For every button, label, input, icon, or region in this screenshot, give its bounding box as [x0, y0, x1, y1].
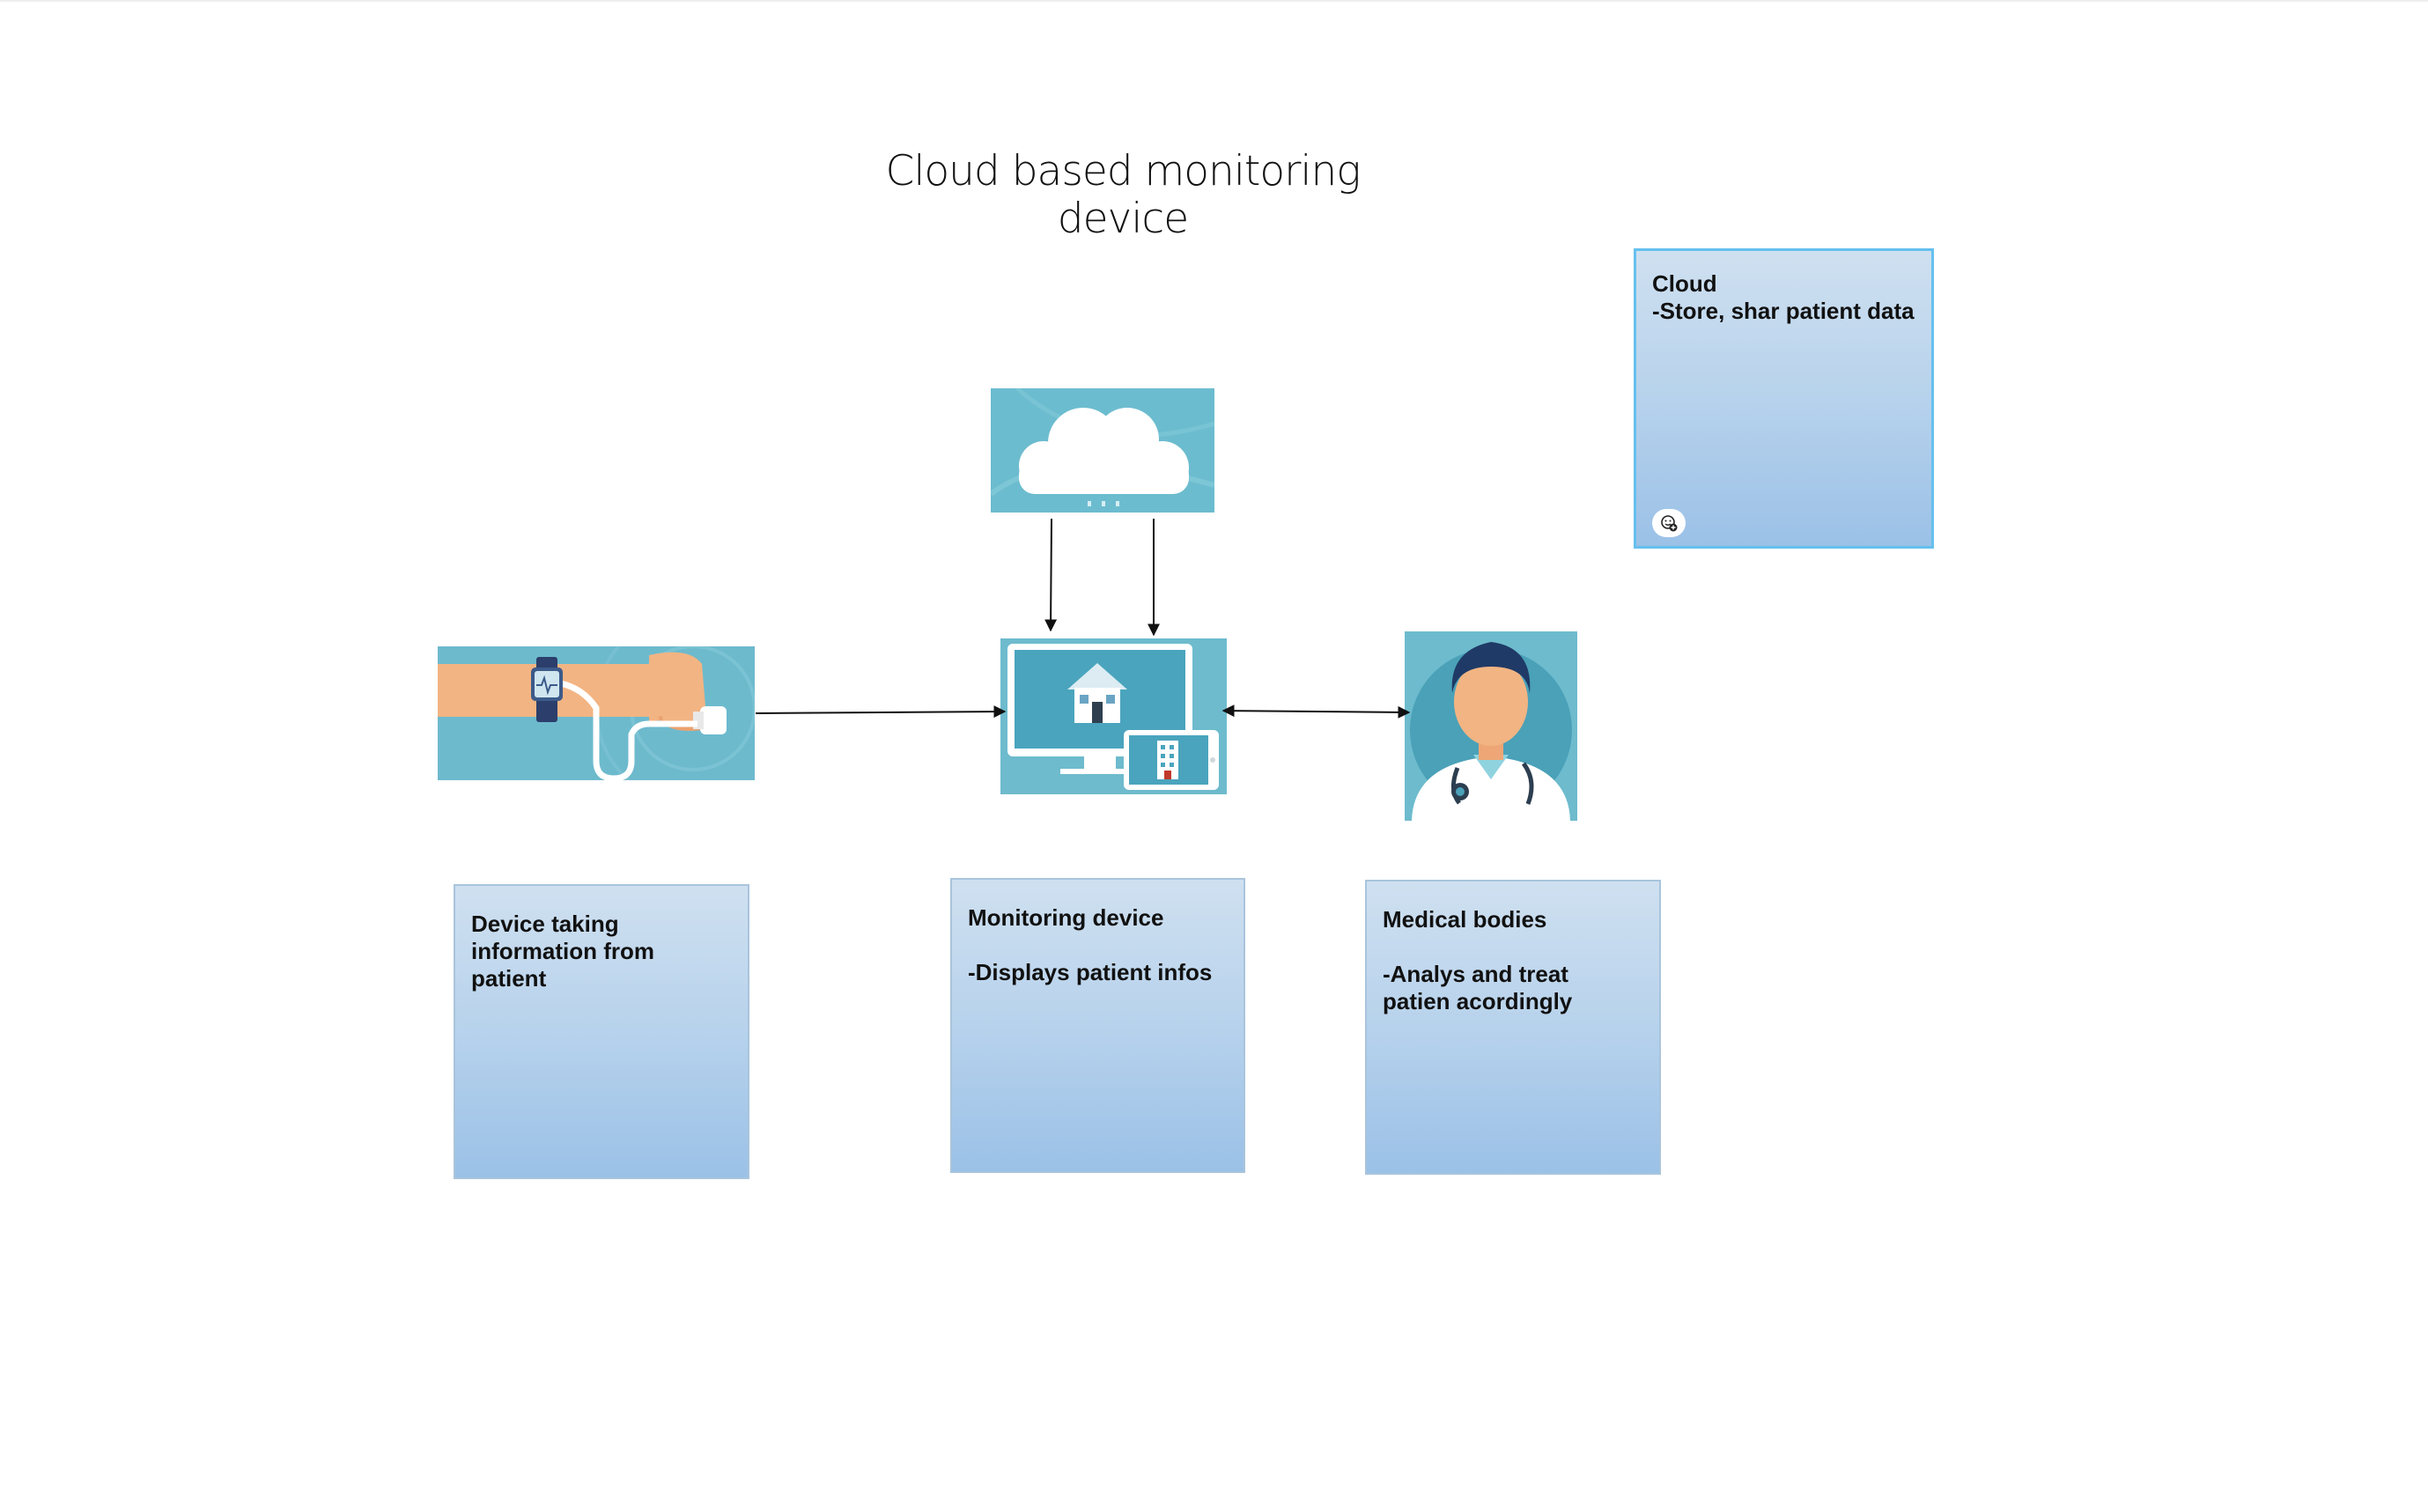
medical-note-body: -Analys and treat patien acordingly	[1383, 961, 1576, 1014]
cloud-note[interactable]: Cloud -Store, shar patient data	[1634, 248, 1934, 549]
medical-note[interactable]: Medical bodies -Analys and treat patien …	[1365, 880, 1661, 1175]
device-note-text: Device taking information from patient	[471, 911, 661, 992]
diagram-title[interactable]: Cloud based monitoring device	[863, 148, 1383, 243]
monitoring-note-title: Monitoring device	[968, 904, 1164, 931]
doctor-avatar-icon[interactable]	[1405, 631, 1577, 821]
medical-note-spacer	[1383, 933, 1643, 961]
smartwatch-sensor-icon[interactable]	[438, 646, 755, 780]
cloud-note-title: Cloud	[1652, 270, 1717, 297]
add-reaction-icon[interactable]	[1652, 509, 1686, 537]
arrow-monitor-doctor-bidirectional[interactable]	[1221, 704, 1411, 719]
monitoring-note-body: -Displays patient infos	[968, 959, 1213, 985]
arrow-wearable-to-monitor[interactable]	[755, 705, 1007, 719]
title-line-2: device	[1057, 195, 1189, 243]
cloud-icon[interactable]	[991, 388, 1214, 513]
monitoring-note[interactable]: Monitoring device -Displays patient info…	[950, 878, 1245, 1173]
cloud-note-body: -Store, shar patient data	[1652, 298, 1915, 324]
monitoring-note-spacer	[968, 932, 1228, 959]
title-line-1: Cloud based monitoring	[885, 147, 1362, 195]
top-border	[0, 0, 2428, 2]
medical-note-title: Medical bodies	[1383, 906, 1547, 933]
device-note[interactable]: Device taking information from patient	[454, 884, 749, 1179]
home-monitor-tablet-icon[interactable]	[1000, 638, 1227, 794]
arrow-cloud-to-monitor-left[interactable]	[1044, 518, 1058, 632]
